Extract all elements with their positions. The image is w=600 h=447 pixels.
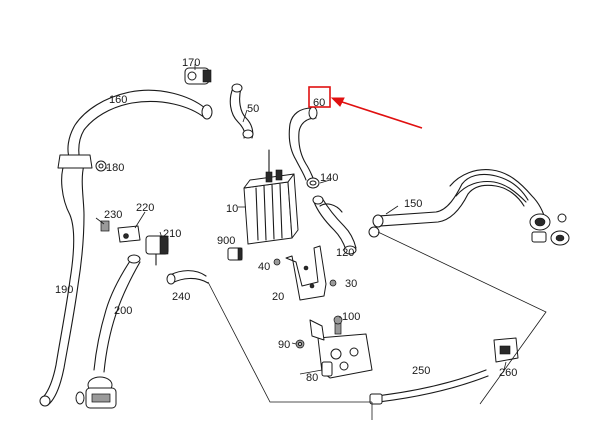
callout-220: 220 [136, 202, 154, 214]
callout-20: 20 [272, 291, 284, 303]
callout-90: 90 [278, 339, 290, 351]
clamp-140[interactable] [306, 177, 320, 189]
nut-90[interactable] [295, 339, 305, 349]
leader-lines [95, 109, 507, 375]
highlight-arrow [335, 99, 423, 129]
callout-160: 160 [109, 94, 127, 106]
highlight-annotation [308, 86, 423, 129]
callout-230: 230 [104, 209, 122, 221]
assembly-guide-lines [207, 231, 547, 420]
aux-pump-100[interactable] [75, 376, 117, 409]
connector-900[interactable] [227, 247, 243, 261]
screw-230[interactable] [100, 220, 110, 232]
callout-180: 180 [106, 162, 124, 174]
pipe-250[interactable] [369, 369, 489, 405]
valve-210[interactable] [145, 235, 169, 266]
pump-80[interactable] [309, 319, 373, 379]
callout-140: 140 [320, 172, 338, 184]
callout-250: 250 [412, 365, 430, 377]
connector-170[interactable] [184, 67, 212, 85]
callout-900: 900 [217, 235, 235, 247]
bracket-220[interactable] [117, 225, 141, 243]
clamp-180[interactable] [95, 160, 107, 172]
callout-190: 190 [55, 284, 73, 296]
callout-10: 10 [226, 203, 238, 215]
hose-130[interactable] [319, 203, 343, 213]
callout-100: 100 [342, 311, 360, 323]
hose-120[interactable] [312, 195, 357, 255]
callout-150: 150 [404, 198, 422, 210]
hose-50[interactable] [229, 83, 254, 139]
callouts: 170 160 50 60 180 140 150 220 230 10 210… [55, 57, 517, 384]
callout-50: 50 [247, 103, 259, 115]
callout-30: 30 [345, 278, 357, 290]
highlight-arrowhead [330, 97, 345, 107]
highlight-box [308, 86, 331, 108]
hose-60[interactable] [288, 106, 318, 181]
coupling-150-end[interactable] [529, 213, 570, 246]
callout-80: 80 [306, 372, 318, 384]
callout-60: 60 [313, 97, 325, 109]
heater-unit-10[interactable] [243, 149, 299, 245]
nut-30[interactable] [329, 279, 337, 287]
callout-240: 240 [172, 291, 190, 303]
callout-260: 260 [499, 367, 517, 379]
callout-40: 40 [258, 261, 270, 273]
bolt-100[interactable] [333, 315, 343, 335]
callout-200: 200 [114, 305, 132, 317]
bracket-20[interactable] [285, 245, 327, 301]
hose-240[interactable] [166, 270, 209, 285]
callout-120: 120 [336, 247, 354, 259]
hose-160[interactable] [67, 89, 213, 163]
callout-210: 210 [163, 228, 181, 240]
callout-170: 170 [182, 57, 200, 69]
screw-40[interactable] [273, 258, 281, 266]
hose-190[interactable] [39, 154, 93, 407]
holder-260[interactable] [493, 337, 519, 363]
hose-200[interactable] [93, 254, 141, 373]
hose-150[interactable] [368, 169, 547, 238]
